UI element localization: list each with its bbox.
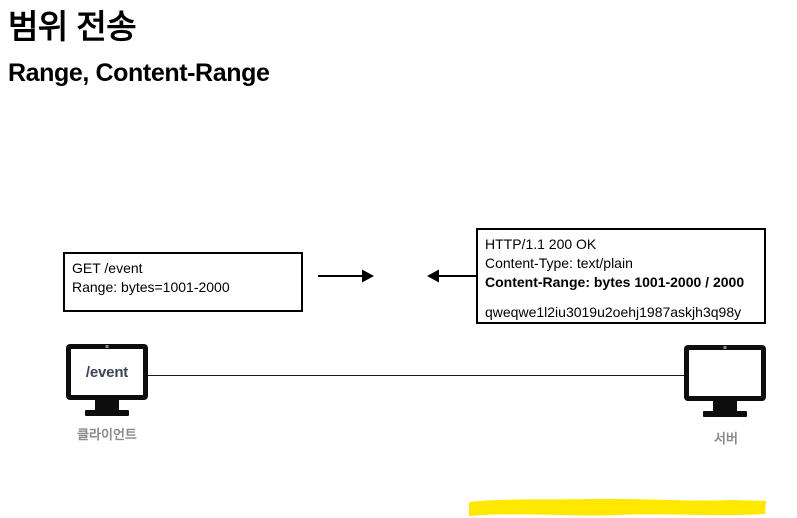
page-title: 범위 전송 [8,8,137,45]
highlight-marker [469,498,766,516]
client-monitor-screen: /event [71,349,143,395]
server-monitor-screen [689,350,761,396]
monitor-neck [713,401,737,411]
network-connection-line [147,375,685,376]
http-response-box: HTTP/1.1 200 OK Content-Type: text/plain… [469,228,766,516]
desktop-monitor-icon [684,345,766,401]
client-screen-text: /event [85,363,129,381]
monitor-base [85,410,129,416]
response-content-type-header: Content-Type: text/plain [485,255,633,271]
webcam-dot-icon [105,345,109,348]
right-arrow-icon [318,269,374,283]
server-label: 서버 [714,431,738,446]
http-request-box: GET /event Range: bytes=1001-2000 [63,252,303,312]
left-arrow-icon [427,269,476,283]
desktop-monitor-icon: /event [66,344,148,400]
client-label: 클라이언트 [77,427,137,442]
response-body: qweqwe1l2iu3019u2oehj1987askjh3q98y [485,304,742,320]
page-subtitle: Range, Content-Range [8,59,270,87]
client-computer: /event [66,344,148,416]
response-header-body-separator [485,292,764,303]
monitor-neck [95,400,119,410]
response-status-line: HTTP/1.1 200 OK [485,236,597,252]
request-start-line: GET /event [72,260,143,276]
monitor-base [703,411,747,417]
webcam-dot-icon [723,346,727,349]
request-range-header: Range: bytes=1001-2000 [72,279,230,295]
server-computer [684,345,766,417]
response-content-range-header: Content-Range: bytes 1001-2000 / 2000 [485,274,745,290]
